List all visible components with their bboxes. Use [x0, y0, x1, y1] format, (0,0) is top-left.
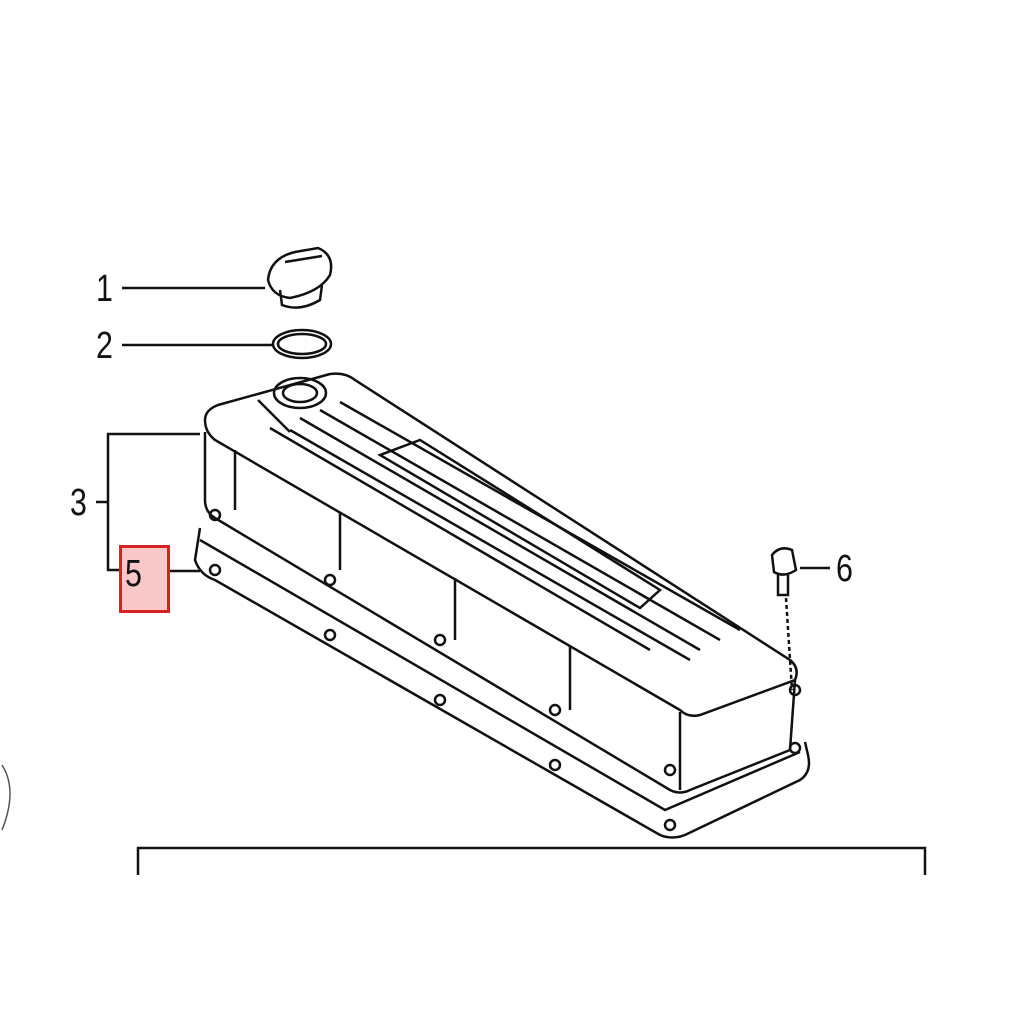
- callout-5[interactable]: 5: [125, 553, 142, 595]
- callout-6[interactable]: 6: [836, 548, 853, 590]
- edge-arc: [1, 764, 11, 831]
- bolt: [770, 547, 798, 691]
- callout-2[interactable]: 2: [96, 325, 113, 367]
- callout-1[interactable]: 1: [96, 268, 113, 310]
- o-ring: [271, 328, 333, 360]
- frame-line: [136, 846, 927, 875]
- highlight-box-5: [119, 545, 170, 613]
- callout-3[interactable]: 3: [70, 482, 87, 524]
- o-ring-inner: [276, 332, 328, 356]
- valve-cover: [193, 372, 811, 839]
- oil-filler-cap: [266, 246, 333, 309]
